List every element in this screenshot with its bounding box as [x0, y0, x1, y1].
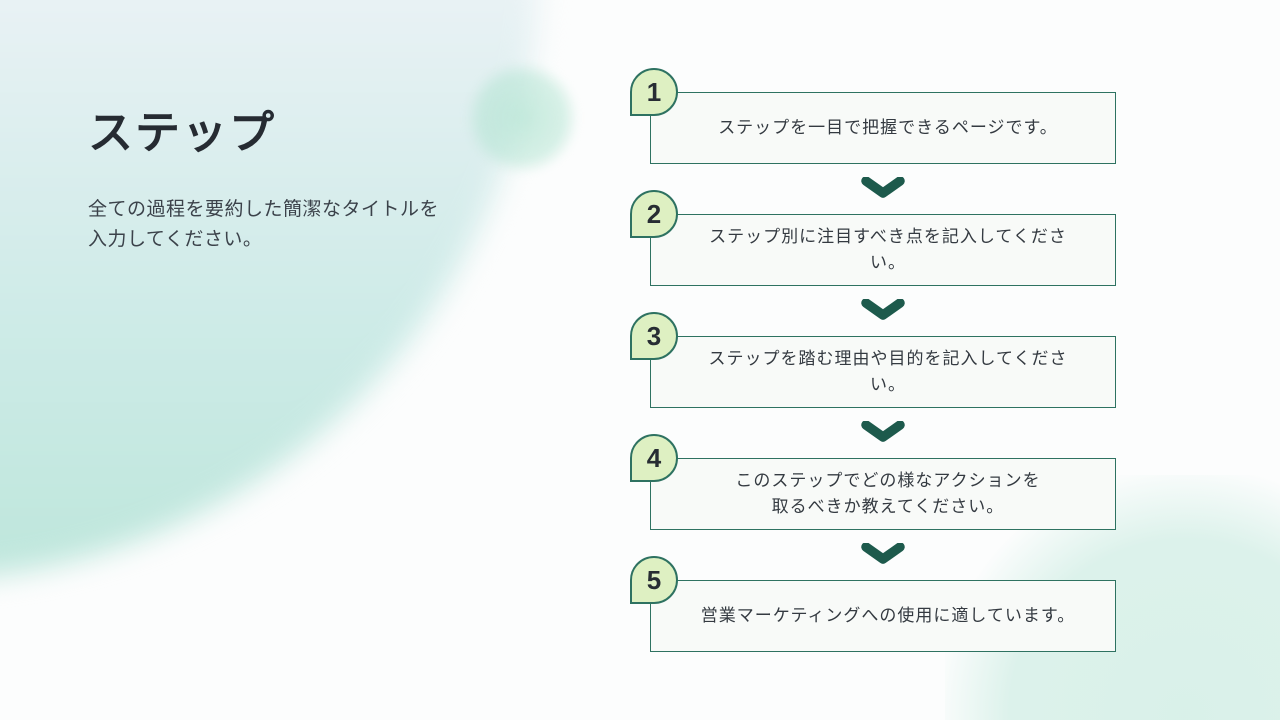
step-text: ステップを踏む理由や目的を記入してください。 [708, 349, 1068, 394]
step-number-badge: 3 [630, 312, 678, 360]
step-box-3: 3 ステップを踏む理由や目的を記入してください。 [630, 312, 1116, 442]
steps-column: 1 ステップを一目で把握できるページです。 2 ステップ別に注目すべき点を記入し… [630, 68, 1116, 652]
step-number-badge: 2 [630, 190, 678, 238]
intro-block: ステップ 全ての過程を要約した簡潔なタイトルを 入力してください。 [88, 96, 518, 255]
chevron-down-icon [861, 421, 905, 442]
chevron-down-icon [861, 177, 905, 198]
step-number-badge: 4 [630, 434, 678, 482]
step-text: このステップでどの様なアクションを 取るべきか教えてください。 [735, 471, 1041, 516]
step-text: 営業マーケティングへの使用に適しています。 [700, 606, 1076, 625]
step-box-2: 2 ステップ別に注目すべき点を記入してください。 [630, 190, 1116, 320]
page-title: ステップ [88, 107, 277, 158]
step-box-5: 5 営業マーケティングへの使用に適しています。 [630, 556, 1116, 652]
step-box-1: 1 ステップを一目で把握できるページです。 [630, 68, 1116, 198]
step-box-4: 4 このステップでどの様なアクションを 取るべきか教えてください。 [630, 434, 1116, 564]
step-text: ステップを一目で把握できるページです。 [718, 118, 1058, 137]
chevron-down-icon [861, 543, 905, 564]
background-gradient-blob [0, 0, 540, 580]
step-text: ステップ別に注目すべき点を記入してください。 [709, 227, 1067, 272]
page-subtitle: 全ての過程を要約した簡潔なタイトルを 入力してください。 [88, 199, 440, 250]
step-number-badge: 5 [630, 556, 678, 604]
step-number-badge: 1 [630, 68, 678, 116]
chevron-down-icon [861, 299, 905, 320]
